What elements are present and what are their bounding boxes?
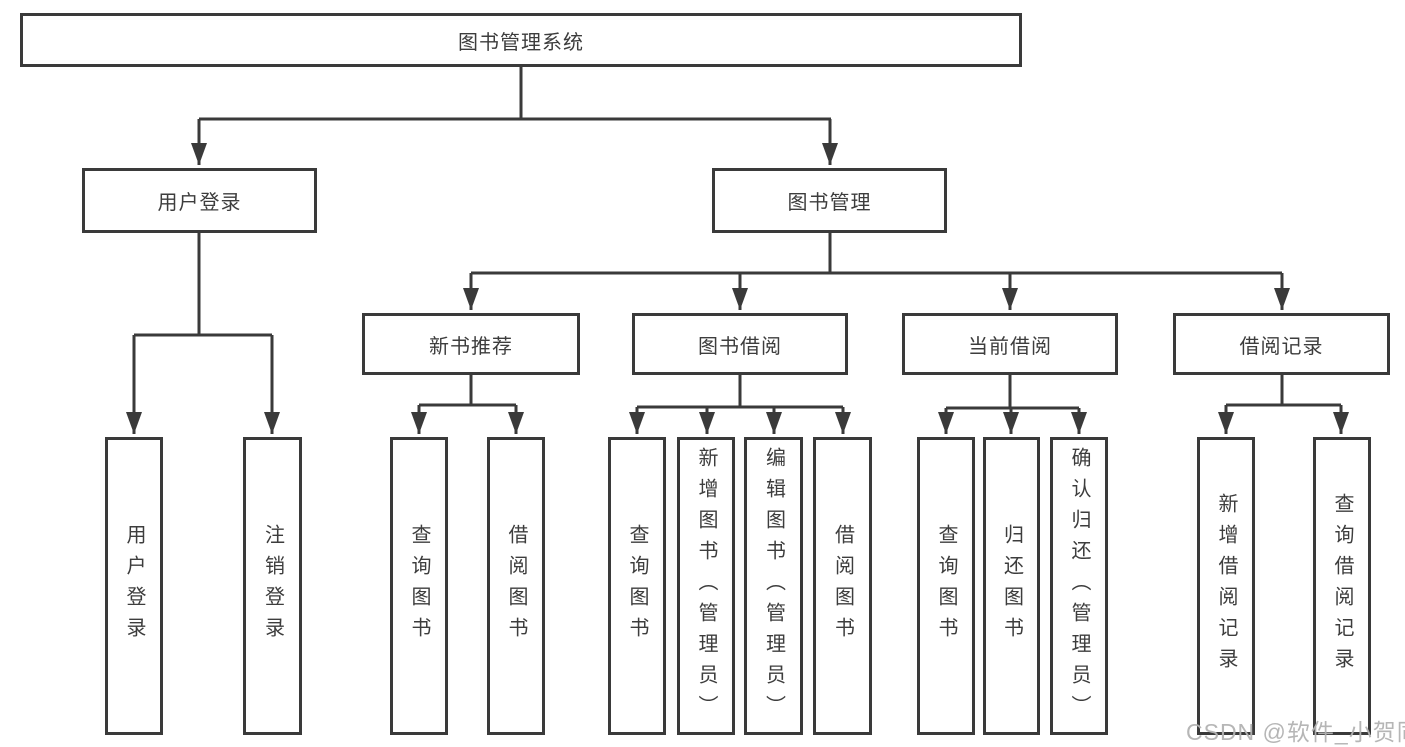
node-section-new-book-recommend: 新书推荐	[362, 313, 580, 375]
node-user-login-module: 用户登录	[82, 168, 317, 233]
leaf-logout: 注销登录	[243, 437, 302, 735]
node-section-current-borrow: 当前借阅	[902, 313, 1118, 375]
leaf-edit-books-admin: 编辑图书（管理员）	[744, 437, 803, 735]
leaf-borrow-books-1: 借阅图书	[487, 437, 545, 735]
leaf-return-books: 归还图书	[983, 437, 1040, 735]
node-system-root: 图书管理系统	[20, 13, 1022, 67]
node-label: 新增图书（管理员）	[695, 446, 717, 726]
node-label: 确认归还（管理员）	[1068, 446, 1090, 726]
node-label: 借阅图书	[831, 524, 854, 648]
node-label: 编辑图书（管理员）	[762, 446, 785, 726]
node-section-borrow-records: 借阅记录	[1173, 313, 1390, 375]
leaf-borrow-books-2: 借阅图书	[813, 437, 872, 735]
node-label: 当前借阅	[968, 335, 1052, 358]
node-label: 图书借阅	[698, 335, 782, 358]
node-book-management-module: 图书管理	[712, 168, 947, 233]
leaf-add-borrow-record: 新增借阅记录	[1197, 437, 1255, 735]
node-label: 查询借阅记录	[1331, 493, 1353, 679]
node-label: 用户登录	[157, 192, 242, 214]
node-label: 注销登录	[261, 524, 284, 648]
node-label: 查询图书	[935, 524, 957, 648]
leaf-query-books-1: 查询图书	[390, 437, 448, 735]
leaf-query-books-3: 查询图书	[917, 437, 975, 735]
node-label: 用户登录	[123, 524, 145, 648]
node-label: 新增借阅记录	[1215, 493, 1237, 679]
leaf-user-login: 用户登录	[105, 437, 163, 735]
leaf-query-books-2: 查询图书	[608, 437, 666, 735]
node-label: 图书管理系统	[458, 31, 584, 54]
node-label: 查询图书	[626, 524, 648, 648]
node-section-book-borrow: 图书借阅	[632, 313, 848, 375]
leaf-query-borrow-record: 查询借阅记录	[1313, 437, 1371, 735]
node-label: 借阅图书	[505, 524, 527, 648]
node-label: 查询图书	[408, 524, 430, 648]
leaf-add-books-admin: 新增图书（管理员）	[677, 437, 735, 735]
node-label: 新书推荐	[429, 335, 513, 358]
csdn-watermark: CSDN @软件_小贺同学	[1186, 719, 1405, 745]
node-label: 归还图书	[1000, 524, 1023, 648]
node-label: 图书管理	[787, 192, 872, 214]
node-label: 借阅记录	[1239, 335, 1324, 358]
leaf-confirm-return-admin: 确认归还（管理员）	[1050, 437, 1108, 735]
